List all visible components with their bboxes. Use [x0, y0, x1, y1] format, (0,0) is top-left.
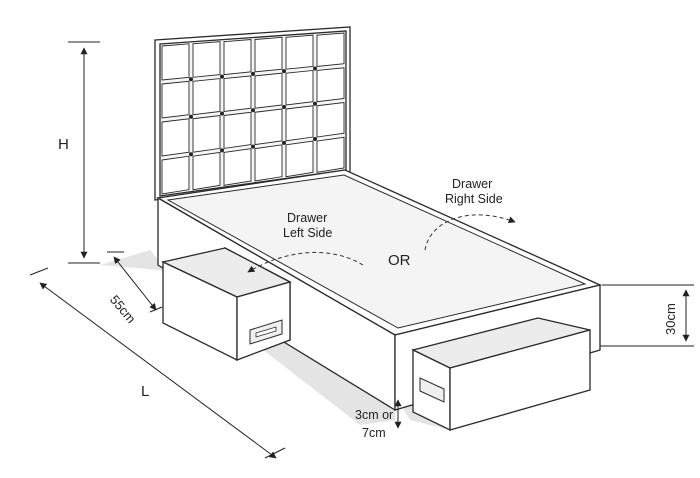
headboard-cushion [254, 72, 283, 109]
headboard-cushion [161, 80, 190, 119]
headboard-cushion [254, 108, 283, 146]
headboard-button [189, 77, 193, 82]
headboard-button [282, 69, 286, 74]
headboard-button [220, 111, 224, 116]
drawer-right [411, 317, 591, 432]
headboard-button [189, 114, 193, 119]
headboard-cushion [316, 67, 345, 103]
headboard-button [220, 148, 224, 153]
headboard-cushion [161, 155, 190, 195]
headboard-button [251, 108, 255, 113]
headboard-button [313, 101, 317, 106]
height-label: H [58, 136, 69, 153]
drawer-height-dimension [600, 284, 694, 347]
drawer-left-label-line2: Left Side [283, 226, 332, 240]
bed-top-inner [166, 174, 587, 329]
headboard-cushion [285, 69, 314, 106]
headboard-button [220, 74, 224, 79]
drawer-right-label-line2: Right Side [445, 192, 503, 206]
depth-dimension [107, 251, 163, 313]
headboard-button [251, 144, 255, 149]
headboard-cushion [316, 136, 345, 173]
clearance-label-line2: 7cm [362, 426, 386, 440]
headboard-cushion [223, 39, 252, 76]
headboard-cushion [192, 41, 221, 78]
headboard-cushion [285, 105, 314, 142]
headboard-cushion [285, 34, 314, 70]
length-dimension [29, 267, 286, 459]
headboard-button [282, 140, 286, 145]
headboard-cushion [254, 36, 283, 73]
headboard-tufting [161, 32, 345, 195]
drawer-right-arrow [424, 214, 516, 251]
length-label: L [141, 383, 149, 400]
headboard-button [313, 66, 317, 71]
headboard-cushion [285, 140, 314, 178]
headboard-button [251, 71, 255, 76]
headboard-cushion [223, 111, 252, 149]
headboard-button [313, 137, 317, 142]
drawer-left-label-line1: Drawer [287, 211, 327, 225]
clearance-label-line1: 3cm or [355, 408, 393, 422]
drawer-height-label: 30cm [663, 303, 678, 335]
headboard [154, 26, 351, 201]
depth-label: 55cm [107, 292, 139, 326]
headboard-cushion [316, 32, 345, 67]
headboard-cushion [192, 151, 221, 191]
headboard-cushion [192, 114, 221, 153]
headboard-button [282, 105, 286, 109]
headboard-cushion [223, 75, 252, 113]
drawer-right-label-line1: Drawer [452, 177, 492, 191]
headboard-cushion [192, 78, 221, 116]
height-dimension [68, 41, 100, 264]
headboard-button [189, 152, 193, 157]
or-label: OR [388, 252, 411, 269]
headboard-cushion [254, 144, 283, 182]
headboard-cushion [223, 148, 252, 186]
headboard-cushion [316, 101, 345, 138]
headboard-cushion [161, 43, 190, 81]
headboard-cushion [161, 118, 190, 157]
drawer-left-arrow [247, 251, 364, 273]
